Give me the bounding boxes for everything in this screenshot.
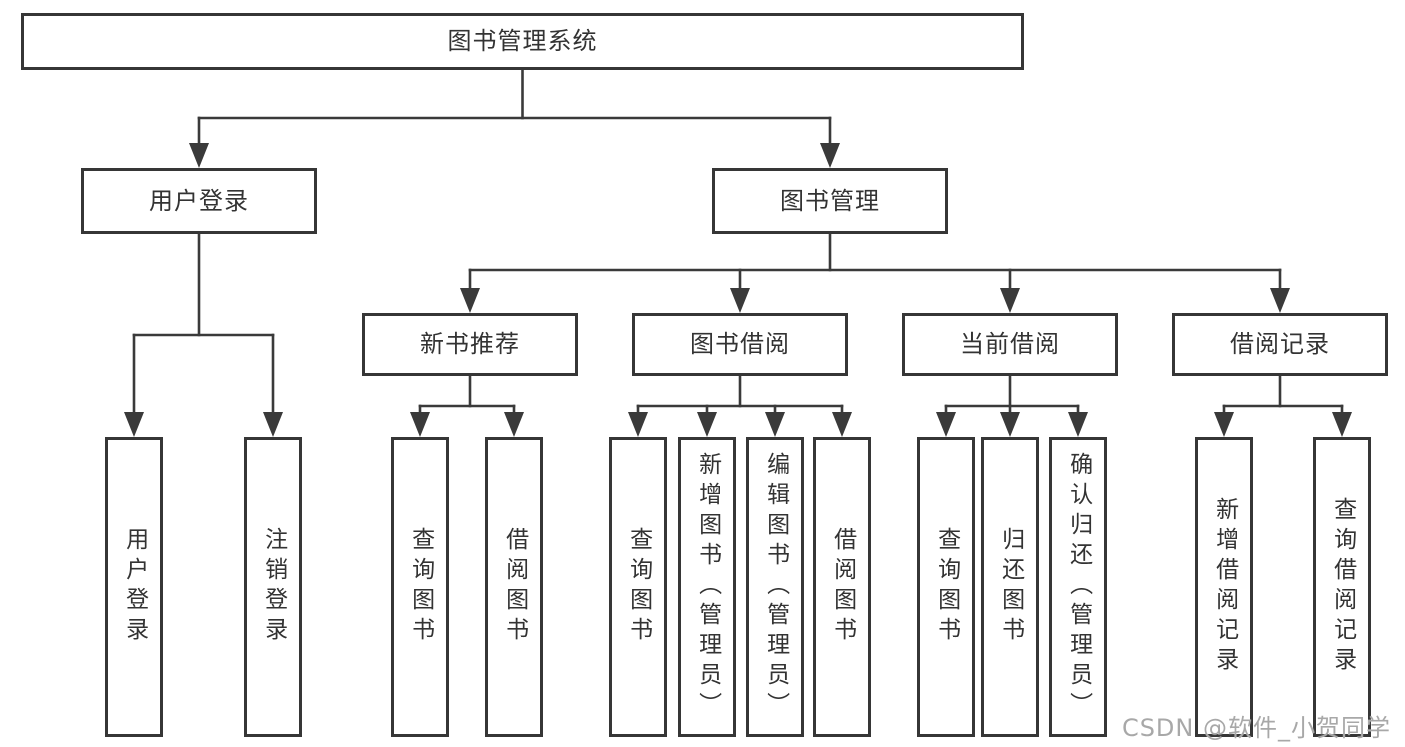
node-b_add: 新增图书（管理员）: [678, 437, 736, 737]
node-label-borrow_records: 借阅记录: [1230, 330, 1330, 359]
node-label-c_query: 查询图书: [933, 527, 960, 647]
node-label-n_borrow: 借阅图书: [501, 527, 528, 647]
node-n_query: 查询图书: [391, 437, 449, 737]
node-label-b_borrow: 借阅图书: [829, 527, 856, 647]
node-r_add: 新增借阅记录: [1195, 437, 1253, 737]
node-new_rec: 新书推荐: [362, 313, 578, 376]
node-current_borrow: 当前借阅: [902, 313, 1118, 376]
node-b_query: 查询图书: [609, 437, 667, 737]
node-label-r_add: 新增借阅记录: [1211, 497, 1238, 677]
node-c_query: 查询图书: [917, 437, 975, 737]
node-c_return: 归还图书: [981, 437, 1039, 737]
node-label-b_edit: 编辑图书（管理员）: [762, 452, 789, 722]
node-r_query: 查询借阅记录: [1313, 437, 1371, 737]
node-user_login: 用户登录: [81, 168, 317, 234]
node-label-c_return: 归还图书: [997, 527, 1024, 647]
node-label-new_rec: 新书推荐: [420, 330, 520, 359]
node-borrow_records: 借阅记录: [1172, 313, 1388, 376]
node-b_borrow: 借阅图书: [813, 437, 871, 737]
node-c_confirm: 确认归还（管理员）: [1049, 437, 1107, 737]
node-root: 图书管理系统: [21, 13, 1024, 70]
node-label-b_query: 查询图书: [625, 527, 652, 647]
node-book_mgmt: 图书管理: [712, 168, 948, 234]
node-l_logout: 注销登录: [244, 437, 302, 737]
node-label-c_confirm: 确认归还（管理员）: [1065, 452, 1092, 722]
node-label-r_query: 查询借阅记录: [1329, 497, 1356, 677]
node-label-root: 图书管理系统: [447, 27, 598, 56]
node-l_login: 用户登录: [105, 437, 163, 737]
node-label-book_mgmt: 图书管理: [780, 186, 880, 215]
node-label-l_logout: 注销登录: [260, 527, 287, 647]
node-label-b_add: 新增图书（管理员）: [694, 452, 721, 722]
node-label-current_borrow: 当前借阅: [960, 330, 1060, 359]
node-label-l_login: 用户登录: [121, 527, 148, 647]
node-book_borrow: 图书借阅: [632, 313, 848, 376]
node-b_edit: 编辑图书（管理员）: [746, 437, 804, 737]
node-label-book_borrow: 图书借阅: [690, 330, 790, 359]
node-label-user_login: 用户登录: [149, 186, 249, 215]
node-n_borrow: 借阅图书: [485, 437, 543, 737]
node-label-n_query: 查询图书: [407, 527, 434, 647]
